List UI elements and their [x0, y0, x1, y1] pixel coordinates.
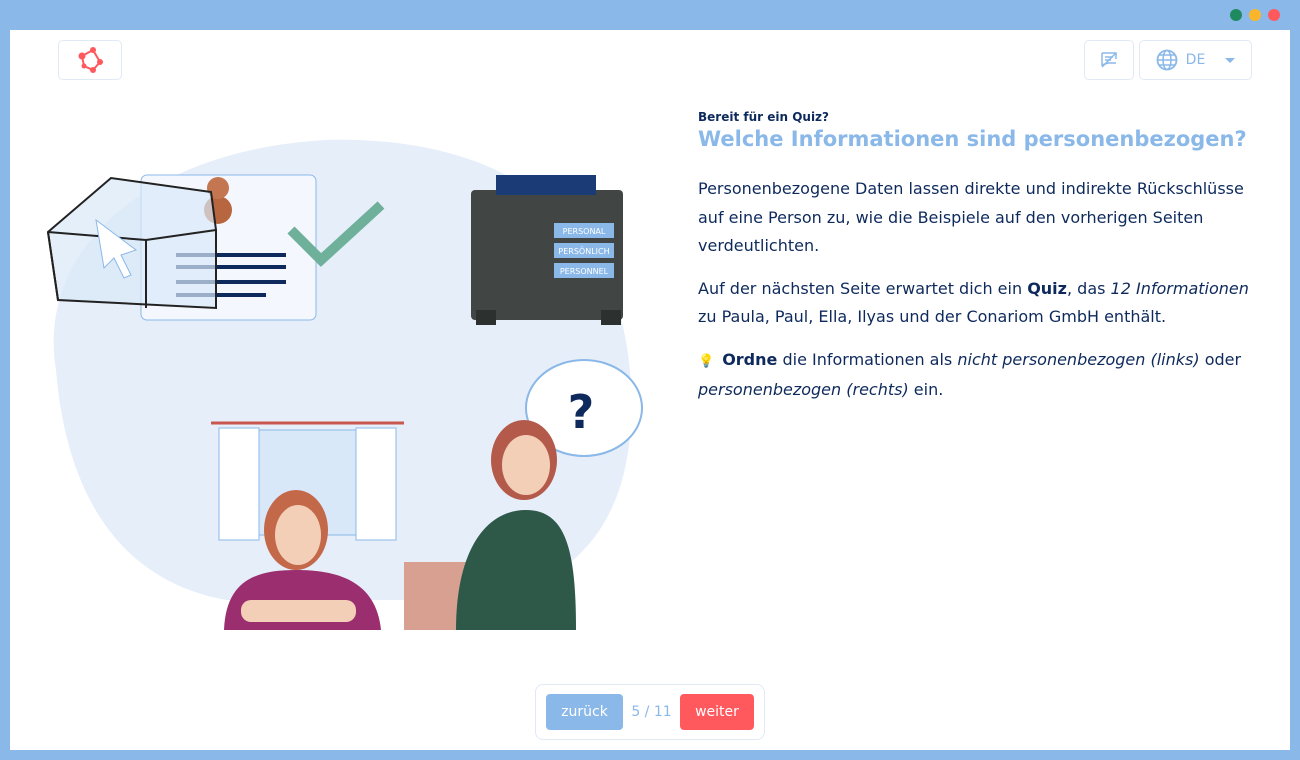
text: , das	[1066, 278, 1111, 298]
window-dot-yellow[interactable]	[1249, 9, 1261, 21]
app-window: DE PERSONAL PERSÖNLICH	[10, 30, 1290, 750]
text-italic: personenbezogen (rechts)	[698, 380, 909, 399]
safe-label: PERSÖNLICH	[558, 246, 609, 256]
language-label: DE	[1185, 52, 1206, 68]
text-italic: 12 Informationen	[1110, 278, 1249, 298]
page-title: Welche Informationen sind personenbezoge…	[698, 127, 1247, 151]
text: oder	[1199, 349, 1242, 369]
text-bold: Quiz	[1027, 278, 1067, 298]
intro-paragraph: Personenbezogene Daten lassen direkte un…	[698, 179, 1244, 255]
glass-house	[46, 176, 217, 310]
globe-icon	[1156, 49, 1178, 71]
text-italic: nicht personenbezogen (links)	[957, 349, 1200, 369]
content-panel: Bereit für ein Quiz? Welche Informatione…	[698, 110, 1258, 419]
pagination: zurück 5 / 11 weiter	[535, 684, 765, 740]
safe: PERSONAL PERSÖNLICH PERSONNEL	[471, 175, 623, 325]
back-button[interactable]: zurück	[546, 694, 623, 730]
window-curtains	[211, 421, 404, 541]
lightbulb-icon: 💡	[698, 353, 715, 369]
page-indicator: 5 / 11	[631, 704, 672, 720]
window-dot-green[interactable]	[1230, 9, 1242, 21]
safe-label: PERSONNEL	[560, 267, 609, 276]
instruction-paragraph: 💡 Ordne die Informationen als nicht perso…	[698, 346, 1258, 405]
language-selector[interactable]: DE	[1139, 40, 1252, 80]
edit-button[interactable]	[1084, 40, 1134, 80]
window-controls	[1230, 9, 1280, 21]
quiz-paragraph: Auf der nächsten Seite erwartet dich ein…	[698, 275, 1258, 332]
chevron-down-icon	[1225, 57, 1236, 63]
text: ein.	[908, 380, 944, 399]
woman-right	[456, 420, 576, 630]
text: Auf der nächsten Seite erwartet dich ein	[698, 278, 1028, 298]
quiz-illustration: PERSONAL PERSÖNLICH PERSONNEL ?	[46, 139, 643, 630]
eyebrow: Bereit für ein Quiz?	[698, 110, 830, 124]
text: die Informationen als	[777, 349, 958, 369]
window-dot-red[interactable]	[1268, 9, 1280, 21]
edit-off-icon	[1101, 52, 1117, 68]
text-bold: Ordne	[722, 349, 778, 369]
safe-label: PERSONAL	[563, 227, 606, 236]
network-logo-icon	[78, 47, 103, 73]
logo-button[interactable]	[58, 40, 122, 80]
woman-left	[224, 490, 381, 630]
text: zu Paula, Paul, Ella, Ilyas und der Cona…	[698, 307, 1167, 326]
thought-question: ?	[568, 385, 595, 439]
next-button[interactable]: weiter	[680, 694, 754, 730]
